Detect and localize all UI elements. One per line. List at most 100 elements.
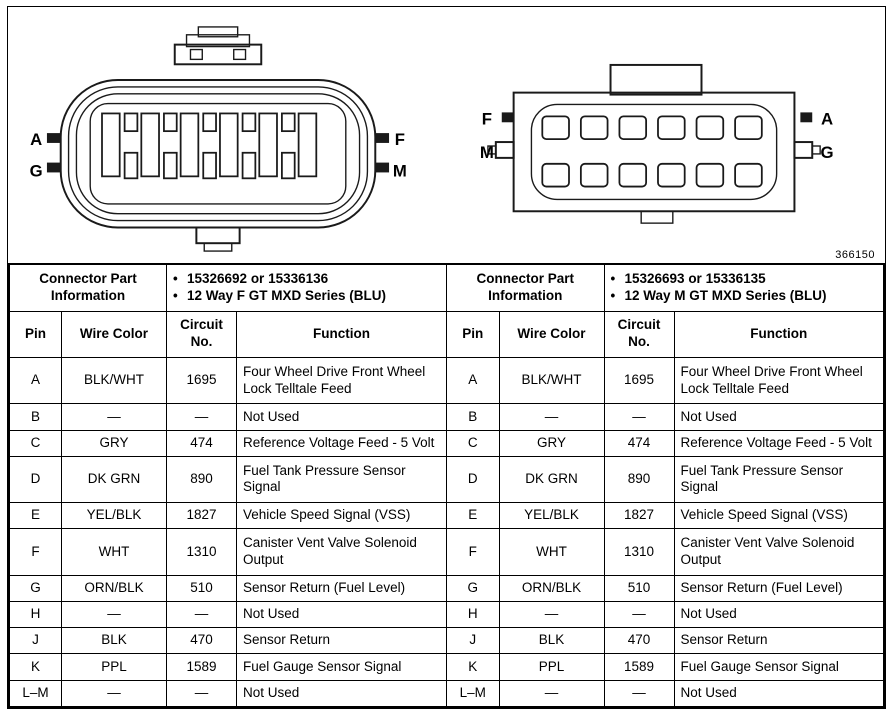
circuit-cell: 474 [603,429,675,457]
pin-cell: C [446,429,500,457]
figure-ref-number: 366150 [835,249,875,261]
table-row: F WHT 1310 Canister Vent Valve Solenoid … [8,528,885,576]
pinout-table: Connector Part Information • 15326692 or … [8,263,885,708]
wire-color-cell: BLK/WHT [61,356,167,405]
pin-cell: E [8,502,62,530]
pin-letter-g: G [820,143,833,162]
pin-cell: B [446,403,500,431]
wire-color-cell: PPL [498,653,605,681]
circuit-cell: — [166,679,237,708]
wire-color-cell: ORN/BLK [61,574,167,603]
pin-cell: G [446,574,500,603]
connector-f-diagram: A G F M [30,26,407,252]
pin-letter-f: F [482,109,492,128]
wire-color-cell: — [61,601,167,629]
pin-cell: K [446,653,500,681]
table-row: G ORN/BLK 510 Sensor Return (Fuel Level)… [8,574,885,603]
function-cell: Not Used [236,403,447,431]
col-function-left: Function [236,310,447,358]
part-number-text: 15326692 or 15336136 [187,270,329,286]
circuit-cell: — [603,403,675,431]
function-cell: Fuel Gauge Sensor Signal [236,653,447,681]
table-row: K PPL 1589 Fuel Gauge Sensor Signal K PP… [8,653,885,681]
circuit-cell: — [603,679,675,708]
pin-cell: F [8,528,62,576]
table-row: H — — Not Used H — — Not Used [8,601,885,629]
circuit-cell: 510 [603,574,675,603]
wire-color-cell: BLK [498,627,605,655]
col-wire-right: Wire Color [498,310,605,358]
function-cell: Not Used [673,679,885,708]
wire-color-cell: YEL/BLK [498,502,605,530]
wire-color-cell: — [498,403,605,431]
function-cell: Four Wheel Drive Front Wheel Lock Tellta… [673,356,885,405]
pinout-table-container: Connector Part Information • 15326692 or … [8,263,885,708]
circuit-cell: 1310 [603,528,675,576]
function-cell: Not Used [673,403,885,431]
function-cell: Sensor Return (Fuel Level) [236,574,447,603]
wire-color-cell: BLK [61,627,167,655]
bullet-icon: • [610,287,616,303]
figure-frame: A G F M [7,6,886,709]
wire-color-cell: PPL [61,653,167,681]
column-header-row: Pin Wire Color Circuit No. Function Pin … [8,310,885,358]
pin-cell: H [8,601,62,629]
wire-color-cell: YEL/BLK [61,502,167,530]
function-cell: Reference Voltage Feed - 5 Volt [236,429,447,457]
pin-cell: K [8,653,62,681]
wire-color-cell: GRY [61,429,167,457]
part-info-right: Connector Part Information [446,263,605,312]
connector-drawings: A G F M [8,7,885,263]
col-circuit-right: Circuit No. [603,310,675,358]
pin-cell: G [8,574,62,603]
part-number-text: 15326693 or 15336135 [624,270,766,286]
table-row: E YEL/BLK 1827 Vehicle Speed Signal (VSS… [8,502,885,530]
circuit-cell: — [603,601,675,629]
wire-color-cell: — [498,679,605,708]
function-cell: Not Used [236,679,447,708]
col-function-right: Function [673,310,885,358]
pin-cell: A [446,356,500,405]
function-cell: Not Used [236,601,447,629]
pin-cell: J [8,627,62,655]
pin-cell: C [8,429,62,457]
function-cell: Fuel Gauge Sensor Signal [673,653,885,681]
circuit-cell: — [166,601,237,629]
pin-letter-a: A [31,130,43,149]
function-cell: Sensor Return [236,627,447,655]
wire-color-cell: DK GRN [498,455,605,504]
pin-cell: B [8,403,62,431]
col-pin-left: Pin [8,310,62,358]
bullet-icon: • [173,270,178,286]
circuit-cell: 1695 [603,356,675,405]
part-numbers-right: • 15326693 or 15336135 • 12 Way M GT MXD S… [603,263,885,312]
series-text: 12 Way F GT MXD Series (BLU) [187,287,387,303]
circuit-cell: 1310 [166,528,237,576]
pin-letter-g: G [30,161,43,180]
table-row: L–M — — Not Used L–M — — Not Used [8,679,885,708]
function-cell: Vehicle Speed Signal (VSS) [673,502,885,530]
wire-color-cell: WHT [498,528,605,576]
circuit-cell: 1827 [166,502,237,530]
series-text: 12 Way M GT MXD Series (BLU) [624,287,827,303]
function-cell: Canister Vent Valve Solenoid Output [673,528,885,576]
circuit-cell: 890 [166,455,237,504]
bullet-icon: • [610,270,616,286]
table-row: C GRY 474 Reference Voltage Feed - 5 Vol… [8,429,885,457]
pin-cell: F [446,528,500,576]
col-wire-left: Wire Color [61,310,167,358]
circuit-cell: 1695 [166,356,237,405]
wire-color-cell: WHT [61,528,167,576]
table-row: B — — Not Used B — — Not Used [8,403,885,431]
wire-color-cell: — [61,403,167,431]
pin-cell: J [446,627,500,655]
function-cell: Reference Voltage Feed - 5 Volt [673,429,885,457]
table-row: A BLK/WHT 1695 Four Wheel Drive Front Wh… [8,356,885,405]
function-cell: Fuel Tank Pressure Sensor Signal [236,455,447,504]
pin-letter-a: A [821,109,833,128]
wire-color-cell: DK GRN [61,455,167,504]
connector-m-drawing: F M A G [429,7,885,235]
function-cell: Vehicle Speed Signal (VSS) [236,502,447,530]
wire-color-cell: BLK/WHT [498,356,605,405]
wire-color-cell: GRY [498,429,605,457]
